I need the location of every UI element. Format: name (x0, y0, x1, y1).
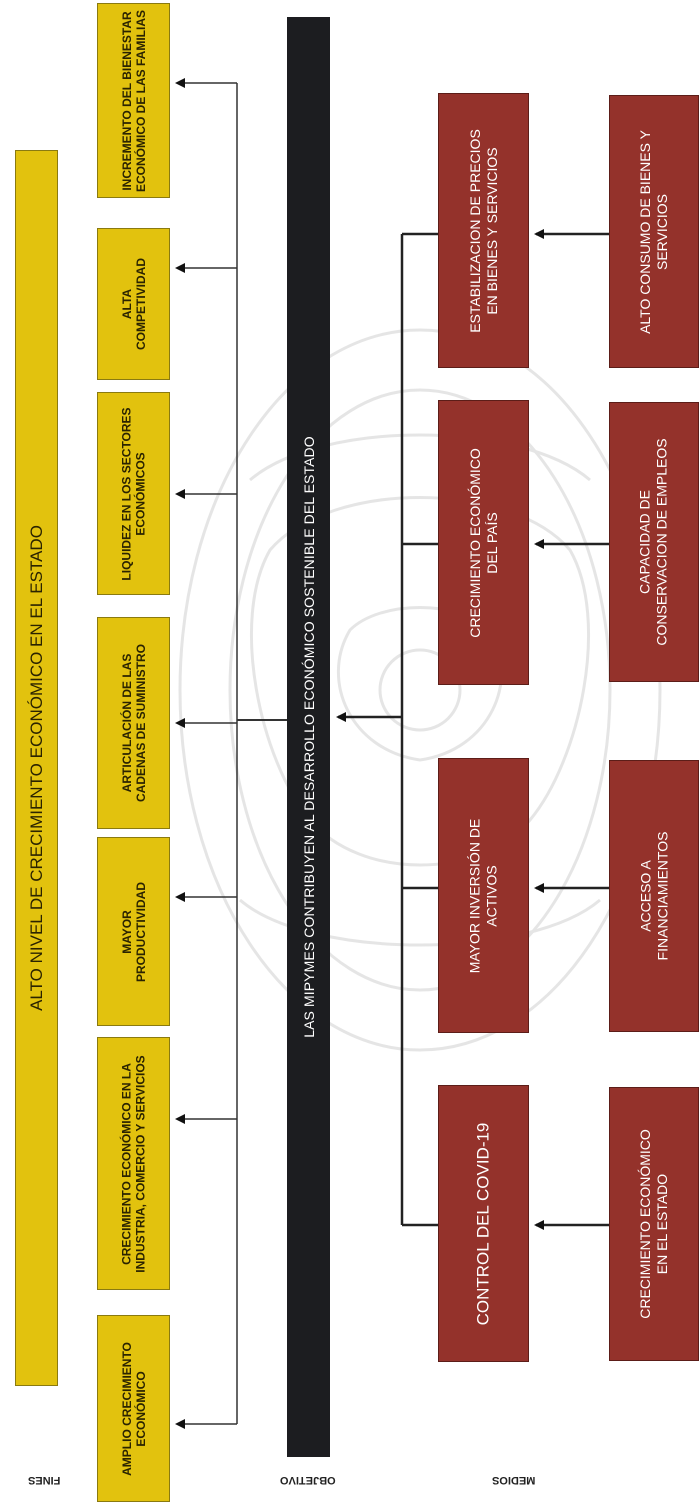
seal-watermark (178, 328, 662, 1052)
medio-box-covid: CONTROL DEL COVID-19 (438, 1085, 529, 1362)
objetivo-bar: LAS MIPYMES CONTRIBUYEN AL DESARROLLO EC… (287, 17, 330, 1457)
fin-title-bar: ALTO NIVEL DE CRECIMIENTO ECONÓMICO EN E… (15, 150, 58, 1386)
